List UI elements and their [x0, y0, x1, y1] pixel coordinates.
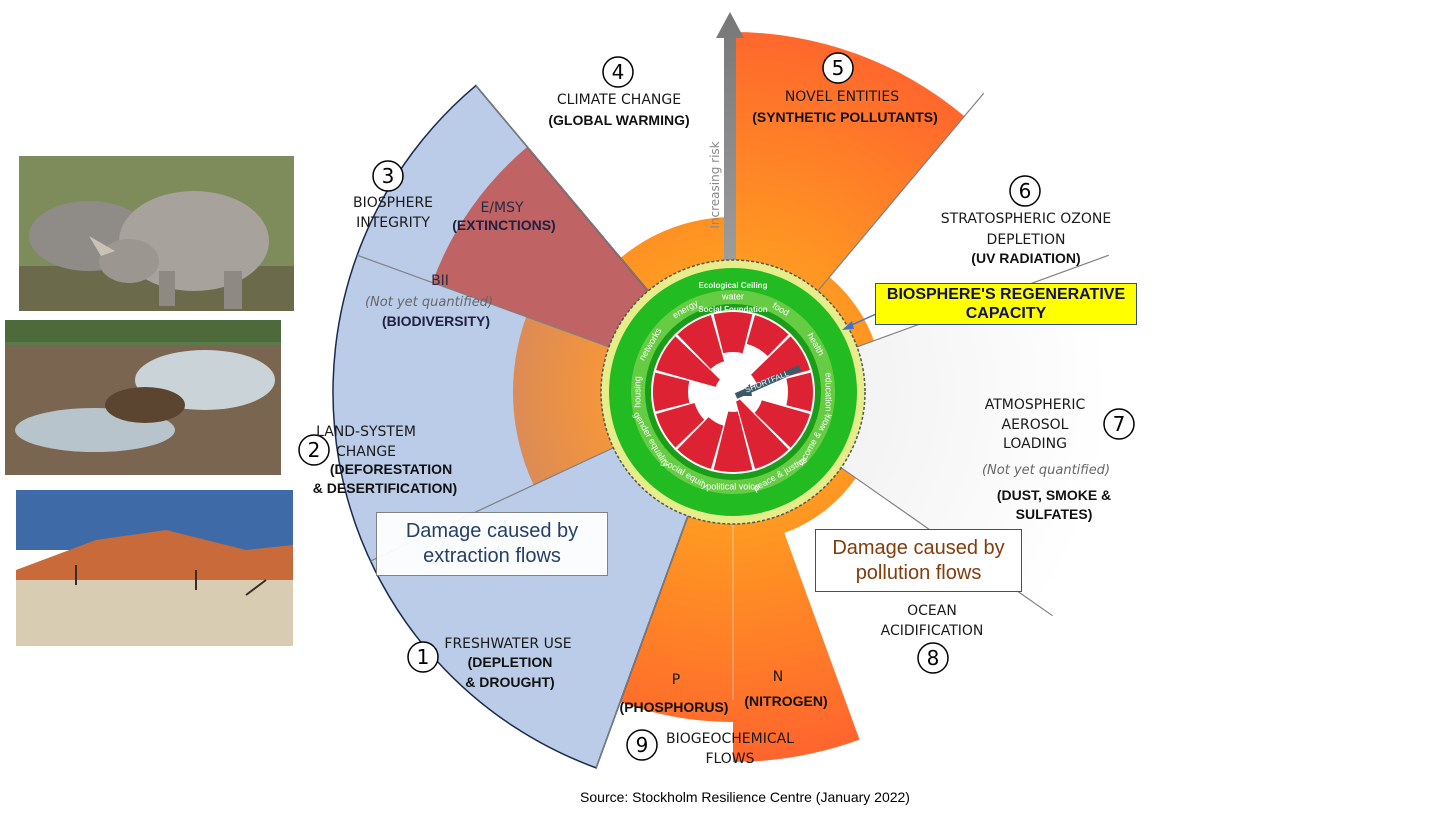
doughnut-divider: [732, 333, 792, 393]
regenerative-capacity-callout: BIOSPHERE'S REGENERATIVE CAPACITY: [875, 283, 1137, 325]
b7-sub2: SULFATES): [1016, 506, 1093, 522]
foundation-label: Social Foundation: [698, 305, 767, 314]
shortfall-wedge: [786, 372, 814, 412]
shortfall-wedge: [677, 417, 724, 469]
b2-name2: CHANGE: [336, 444, 396, 460]
pollution-line2: pollution flows: [855, 562, 982, 584]
doughnut-divider: [732, 312, 755, 393]
b7-name3: LOADING: [1003, 436, 1067, 452]
doughnut-sector-label: political voice: [706, 481, 760, 491]
doughnut-economics-wheel: Ecological Ceiling Social Foundation wat…: [600, 259, 866, 525]
boundary-number-1: 1: [417, 645, 430, 669]
boundary-number-2-circle: [298, 434, 330, 466]
shortfall-wedge: [754, 400, 810, 448]
desert-photo: [16, 490, 293, 646]
boundary-number-8-circle: [917, 642, 949, 674]
b1-sub: (DEPLETION: [468, 654, 553, 670]
boundary-number-3: 3: [382, 164, 395, 188]
boundary-number-2: 2: [308, 438, 321, 462]
pollution-flows-box: Damage caused by pollution flows: [815, 529, 1022, 592]
b6-name2: DEPLETION: [987, 232, 1066, 248]
b6-sub: (UV RADIATION): [971, 250, 1080, 266]
boundary-number-6-circle: [1009, 175, 1041, 207]
risk-arrow: [716, 12, 744, 390]
rhino-photo: [19, 156, 294, 311]
b9-name2: FLOWS: [705, 751, 754, 767]
boundary-number-3-circle: [372, 160, 404, 192]
boundary-number-7: 7: [1113, 412, 1126, 436]
b2-sub2: & DESERTIFICATION): [313, 480, 457, 496]
extraction-flows-box: Damage caused by extraction flows: [376, 512, 608, 576]
pollution-line1: Damage caused by: [832, 537, 1005, 559]
shortfall-wedge: [653, 372, 690, 412]
deforestation-photo: [5, 320, 281, 475]
boundary-number-8: 8: [927, 646, 940, 670]
b2-name: LAND-SYSTEM: [316, 424, 416, 440]
b7-sub: (DUST, SMOKE &: [997, 487, 1111, 503]
b8-name: OCEAN: [907, 603, 957, 619]
boundary-number-9: 9: [636, 733, 649, 757]
b5-name: NOVEL ENTITIES: [785, 89, 899, 105]
extraction-line2: extraction flows: [423, 545, 561, 567]
shortfall-wedge: [713, 312, 753, 354]
doughnut-divider: [674, 391, 734, 451]
doughnut-divider: [711, 312, 734, 393]
shortfall-wedge: [735, 399, 789, 469]
doughnut-divider: [732, 391, 792, 451]
doughnut-divider: [711, 391, 734, 472]
shortfall-wedge: [677, 315, 725, 369]
b9-name: BIOGEOCHEMICAL: [666, 731, 794, 747]
b6-name: STRATOSPHERIC OZONE: [941, 211, 1111, 227]
shortfall-wedge: [713, 411, 753, 473]
ceiling-label: Ecological Ceiling: [699, 281, 768, 290]
boundary-number-7-circle: [1103, 408, 1135, 440]
b2-sub: (DEFORESTATION: [330, 461, 452, 477]
boundary-number-5: 5: [832, 56, 845, 80]
b7-note: (Not yet quantified): [982, 463, 1110, 478]
extinctions-label: (EXTINCTIONS): [452, 217, 555, 233]
doughnut-sector-label: housing: [632, 376, 642, 408]
boundary-number-4-circle: [602, 56, 634, 88]
bii-note: (Not yet quantified): [365, 295, 493, 310]
b3-name: BIOSPHERE: [353, 195, 433, 211]
n-label: N: [773, 669, 783, 685]
b1-name: FRESHWATER USE: [444, 636, 571, 652]
biodiversity-label: (BIODIVERSITY): [382, 313, 490, 329]
p-label: P: [672, 672, 680, 688]
b7-name2: AEROSOL: [1002, 417, 1069, 433]
extraction-line1: Damage caused by: [405, 520, 579, 542]
phosphorus-label: (PHOSPHORUS): [620, 699, 729, 715]
b3-name2: INTEGRITY: [356, 215, 430, 231]
shortfall-wedge: [656, 403, 705, 448]
aerosol-sector: [733, 258, 1123, 616]
boundary-number-1-circle: [407, 641, 439, 673]
callout-line1: BIOSPHERE'S REGENERATIVE: [886, 286, 1126, 303]
doughnut-divider: [653, 370, 734, 393]
b4-sub: (GLOBAL WARMING): [548, 112, 689, 128]
b4-name: CLIMATE CHANGE: [557, 92, 681, 108]
doughnut-sector-label: water: [721, 291, 744, 301]
emsy-label: E/MSY: [480, 200, 524, 216]
boundary-number-4: 4: [612, 60, 625, 84]
nitrogen-label: (NITROGEN): [744, 693, 827, 709]
b8-name2: ACIDIFICATION: [881, 623, 984, 639]
shortfall-wedge: [656, 336, 721, 388]
b1-sub2: & DROUGHT): [465, 674, 554, 690]
boundary-number-6: 6: [1019, 179, 1032, 203]
doughnut-divider: [674, 333, 734, 393]
boundary-number-9-circle: [626, 729, 658, 761]
b5-sub: (SYNTHETIC POLLUTANTS): [752, 109, 938, 125]
risk-axis-label: Increasing risk: [708, 141, 722, 228]
doughnut-divider: [732, 391, 755, 472]
b7-name: ATMOSPHERIC: [985, 397, 1086, 413]
callout-line2: CAPACITY: [965, 305, 1047, 322]
doughnut-sector-label: education: [824, 372, 834, 411]
boundary-number-5-circle: [822, 52, 854, 84]
bii-label: BII: [431, 273, 449, 289]
shortfall-wedge: [746, 315, 789, 357]
source-caption: Source: Stockholm Resilience Centre (Jan…: [580, 789, 910, 805]
doughnut-divider: [653, 391, 734, 414]
